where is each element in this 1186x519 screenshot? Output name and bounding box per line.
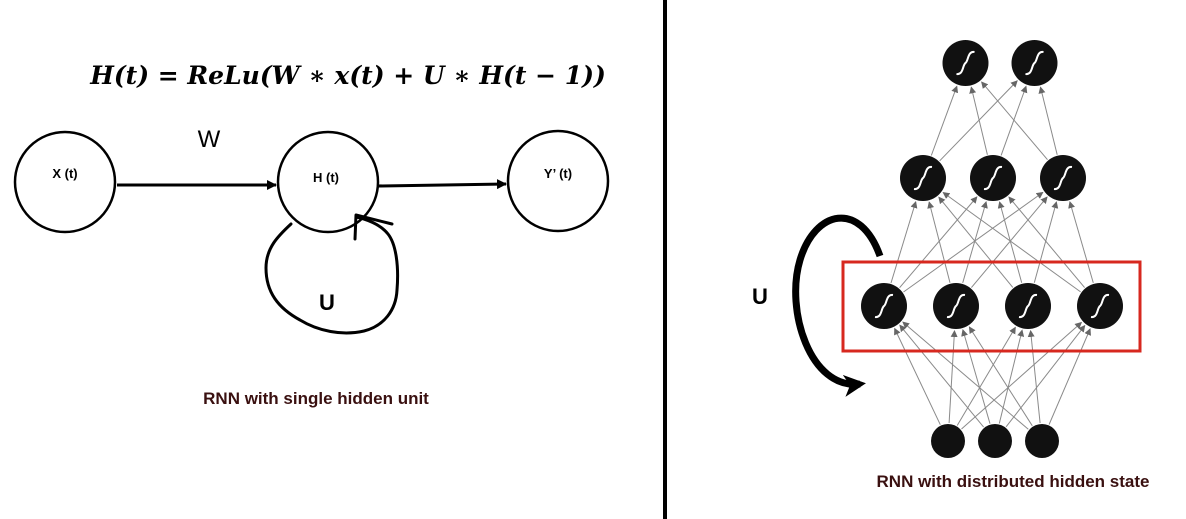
connection-upper-hidden-2-to-output-1 — [1038, 86, 1058, 155]
node-h-label: H (t) — [313, 170, 339, 185]
connection-input-0-to-hidden-1 — [948, 330, 958, 424]
node-h — [276, 130, 380, 234]
neuron-upper-hidden-1 — [970, 155, 1016, 201]
connection-input-1-to-hidden-0 — [899, 324, 984, 428]
connection-input-1-to-hidden-2 — [998, 329, 1025, 424]
hidden-layer-highlight — [841, 260, 1142, 353]
network-edges — [890, 80, 1094, 430]
connection-hidden-3-to-upper-hidden-0 — [942, 192, 1081, 293]
connection-input-2-to-hidden-0 — [902, 321, 1029, 430]
neuron-upper-hidden-0 — [900, 155, 946, 201]
network-nodes — [861, 40, 1123, 458]
self-loop-arrowhead — [353, 213, 394, 241]
sigmoid-icon — [874, 293, 894, 319]
connection-input-2-to-hidden-1 — [968, 326, 1033, 427]
left-caption: RNN with single hidden unit — [203, 389, 429, 408]
right-panel: U RNN with distributed hidden state — [752, 40, 1149, 491]
sigmoid-icon — [1025, 50, 1044, 76]
neuron-hidden-3 — [1077, 283, 1123, 329]
connection-input-0-to-hidden-0 — [894, 327, 941, 425]
connection-hidden-1-to-upper-hidden-1 — [962, 201, 988, 284]
connection-input-1-to-hidden-3 — [1005, 324, 1086, 428]
node-y — [506, 129, 610, 233]
neuron-body — [1025, 424, 1059, 458]
self-loop-u — [264, 215, 400, 335]
connection-input-1-to-hidden-1 — [961, 329, 991, 424]
neuron-output-1 — [1011, 40, 1058, 86]
connection-upper-hidden-0-to-output-0 — [930, 85, 959, 156]
connection-hidden-0-to-upper-hidden-0 — [890, 200, 918, 284]
edge-label-w: W — [198, 126, 221, 153]
edge-h-to-y — [377, 179, 507, 190]
right-loop-label-u: U — [752, 284, 768, 309]
neuron-hidden-2 — [1005, 283, 1051, 329]
connection-hidden-3-to-upper-hidden-1 — [1008, 196, 1085, 288]
connection-hidden-1-to-upper-hidden-2 — [971, 196, 1048, 288]
connection-upper-hidden-2-to-output-0 — [981, 81, 1048, 161]
connection-hidden-2-to-upper-hidden-2 — [1033, 201, 1059, 283]
neuron-upper-hidden-2 — [1040, 155, 1086, 201]
connection-upper-hidden-0-to-output-1 — [939, 80, 1018, 162]
formula: H(t) = ReLu(W ∗ x(t) + U ∗ H(t − 1)) — [89, 61, 606, 90]
connection-hidden-1-to-upper-hidden-0 — [927, 201, 951, 283]
neuron-body — [931, 424, 965, 458]
connection-input-2-to-hidden-2 — [1027, 329, 1041, 424]
connection-input-2-to-hidden-3 — [1048, 328, 1091, 425]
neuron-body — [978, 424, 1012, 458]
connection-hidden-2-to-upper-hidden-1 — [997, 201, 1023, 283]
node-x — [13, 130, 117, 234]
connection-input-0-to-hidden-2 — [956, 326, 1016, 426]
neuron-input-1 — [978, 424, 1012, 458]
connection-input-0-to-hidden-3 — [961, 321, 1083, 430]
sigmoid-icon — [956, 50, 975, 76]
node-x-label: X (t) — [52, 166, 77, 181]
connection-upper-hidden-1-to-output-0 — [969, 86, 988, 155]
sigmoid-icon — [946, 293, 966, 319]
right-caption: RNN with distributed hidden state — [877, 472, 1150, 491]
neuron-hidden-0 — [861, 283, 907, 329]
neuron-input-0 — [931, 424, 965, 458]
node-y-label: Y’ (t) — [544, 166, 572, 181]
connection-hidden-3-to-upper-hidden-2 — [1068, 201, 1094, 284]
recurrent-loop-u — [792, 214, 884, 397]
loop-label-u: U — [319, 290, 335, 315]
sigmoid-icon — [1018, 293, 1038, 319]
connection-upper-hidden-1-to-output-1 — [1000, 85, 1028, 156]
connection-hidden-2-to-upper-hidden-0 — [938, 196, 1014, 288]
sigmoid-icon — [983, 165, 1003, 191]
neuron-input-2 — [1025, 424, 1059, 458]
connection-hidden-0-to-upper-hidden-1 — [899, 196, 978, 289]
left-panel: H(t) = ReLu(W ∗ x(t) + U ∗ H(t − 1)) W X… — [13, 61, 610, 408]
sigmoid-icon — [1053, 165, 1073, 191]
sigmoid-icon — [1090, 293, 1110, 319]
neuron-output-0 — [942, 40, 989, 86]
connection-hidden-0-to-upper-hidden-2 — [903, 191, 1044, 293]
sigmoid-icon — [913, 165, 933, 191]
neuron-hidden-1 — [933, 283, 979, 329]
